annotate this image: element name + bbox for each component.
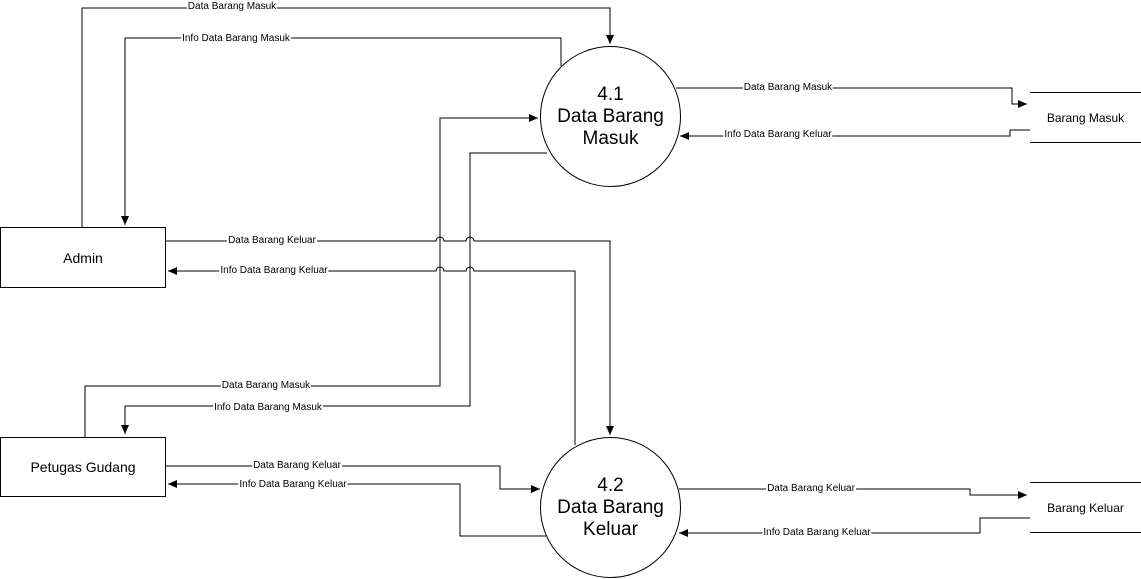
flow-petugas-to-p41	[84, 114, 538, 437]
entity-petugas-gudang-label: Petugas Gudang	[30, 459, 136, 475]
flow-p41-to-petugas	[121, 152, 547, 434]
flow-p41-to-admin	[121, 37, 562, 225]
flow-p41-to-store-masuk	[676, 87, 1027, 108]
flow-label-store-keluar-to-p42: Info Data Barang Keluar	[762, 527, 872, 539]
flow-label-p42-to-store-keluar: Data Barang Keluar	[766, 483, 856, 495]
flow-label-p41-to-admin: Info Data Barang Masuk	[181, 33, 291, 45]
flow-store-masuk-to-p41	[680, 129, 1030, 140]
process-4-2-title-line2: Keluar	[583, 518, 638, 540]
process-4-1-number: 4.1	[597, 83, 624, 105]
flow-petugas-to-p42	[166, 465, 540, 493]
process-4-2-title-line1: Data Barang	[557, 496, 664, 518]
flow-label-p42-to-admin: Info Data Barang Keluar	[219, 265, 329, 277]
flow-label-store-masuk-to-p41: Info Data Barang Keluar	[723, 129, 833, 141]
process-4-2[interactable]: 4.2 Data Barang Keluar	[540, 437, 681, 578]
process-4-1-title-line1: Data Barang	[557, 105, 664, 127]
process-4-1[interactable]: 4.1 Data Barang Masuk	[540, 46, 681, 187]
entity-petugas-gudang[interactable]: Petugas Gudang	[0, 437, 166, 497]
entity-admin-label: Admin	[63, 249, 103, 266]
flow-admin-to-p41	[81, 7, 614, 227]
entity-admin[interactable]: Admin	[0, 227, 166, 288]
flow-p42-to-petugas	[168, 480, 546, 537]
process-4-1-title-line2: Masuk	[582, 127, 639, 149]
flow-label-p41-to-store-masuk: Data Barang Masuk	[742, 82, 834, 94]
flow-label-p42-to-petugas: Info Data Barang Keluar	[238, 479, 348, 491]
flow-label-admin-to-p41: Data Barang Masuk	[186, 1, 278, 13]
flow-admin-to-p42	[166, 236, 614, 435]
store-barang-keluar[interactable]: Barang Keluar	[1030, 482, 1141, 533]
flow-p42-to-admin	[168, 266, 576, 445]
flow-label-admin-to-p42: Data Barang Keluar	[227, 235, 317, 247]
store-barang-masuk[interactable]: Barang Masuk	[1030, 92, 1141, 143]
process-4-2-number: 4.2	[597, 474, 624, 496]
store-barang-masuk-label: Barang Masuk	[1046, 110, 1125, 125]
flow-label-petugas-to-p42: Data Barang Keluar	[252, 460, 342, 472]
flow-label-p41-to-petugas: Info Data Barang Masuk	[213, 402, 323, 414]
flow-label-petugas-to-p41: Data Barang Masuk	[220, 380, 312, 392]
store-barang-keluar-label: Barang Keluar	[1047, 500, 1124, 515]
